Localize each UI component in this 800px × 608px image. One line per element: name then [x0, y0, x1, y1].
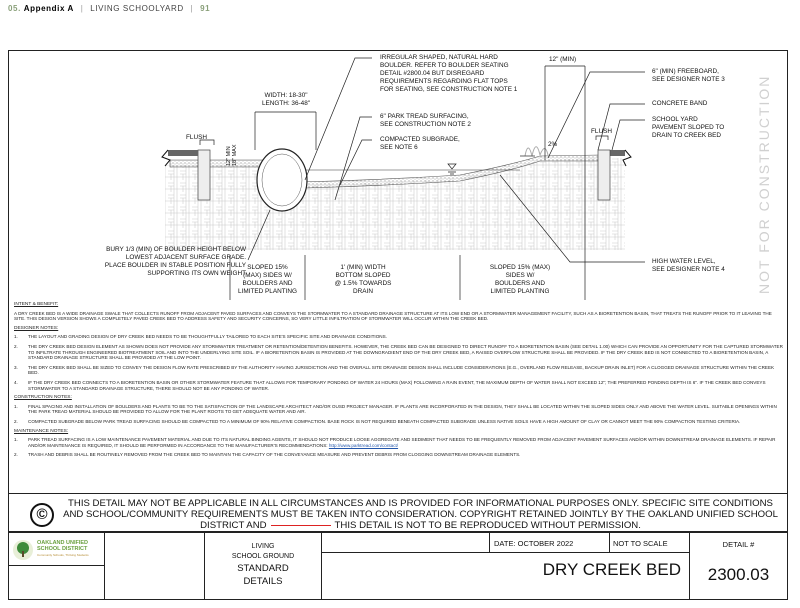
list-item: 1.THE LAYOUT AND GRADING DESIGN OF DRY C…: [14, 334, 387, 340]
boulder: [256, 148, 308, 212]
detail-number: 2300.03: [707, 565, 770, 584]
list-item: 2.COMPACTED SUBGRADE BELOW PARK TREAD SU…: [14, 418, 741, 424]
appendix-label: Appendix A: [23, 4, 74, 13]
page-header: 05. Appendix A | LIVING SCHOOLYARD | 91: [8, 4, 211, 13]
concrete-band-note: CONCRETE BAND: [652, 100, 708, 107]
construction-notes-list: 1.FINAL SPACING AND INSTALLATION OF BOUL…: [14, 404, 784, 425]
list-item: 2.TRASH AND DEBRIS SHALL BE ROUTINELY RE…: [14, 452, 521, 458]
intent-heading: INTENT & BENEFIT:: [14, 302, 59, 307]
list-item: 1.FINAL SPACING AND INSTALLATION OF BOUL…: [14, 403, 777, 415]
subgrade-note: COMPACTED SUBGRADE,SEE NOTE 6: [380, 136, 460, 151]
intent-text: A DRY CREEK BED IS A WIDE DRAINAGE SWALE…: [14, 310, 772, 322]
pavement-left: [168, 150, 198, 156]
copyright-icon: ©: [30, 503, 54, 527]
scale-field: NOT TO SCALE: [610, 533, 690, 553]
detail-title: DRY CREEK BED: [322, 553, 690, 600]
soil-mass: [165, 158, 625, 250]
min-width-dimension: 12" (MIN): [549, 56, 577, 63]
list-item: 2.THE DRY CREEK BED DESIGN ELEMENT AS SH…: [14, 343, 783, 361]
notes-section: INTENT & BENEFIT: A DRY CREEK BED IS A W…: [14, 299, 784, 462]
boulder-size-label: WIDTH: 18-30"LENGTH: 36-48": [261, 92, 311, 107]
detail-number-label: DETAIL #: [722, 540, 755, 549]
section-number: 05.: [8, 4, 21, 13]
list-item: 4.IF THE DRY CREEK BED CONNECTS TO A BIO…: [14, 379, 766, 391]
detail-sheet-frame: [8, 50, 788, 600]
designer-notes-heading: DESIGNER NOTES:: [14, 325, 59, 331]
designer-notes-list: 1.THE LAYOUT AND GRADING DESIGN OF DRY C…: [14, 334, 784, 391]
freeboard-note: 6" (MIN) FREEBOARD,SEE DESIGNER NOTE 3: [652, 68, 725, 83]
flush-label-right: FLUSH: [591, 128, 612, 135]
parktread-link[interactable]: http://www.parktread.com/contact/: [328, 442, 399, 448]
maintenance-notes-heading: MAINTENANCE NOTES:: [14, 428, 69, 434]
cross-section-drawing: [161, 57, 645, 300]
concrete-band-left: [197, 149, 211, 201]
high-water-note: HIGH WATER LEVEL,SEE DESIGNER NOTE 4: [652, 258, 725, 273]
tree-logo-icon: [13, 540, 33, 560]
redacted-line: [270, 524, 331, 526]
list-item: 1.PARK TREAD SURFACING IS A LOW MAINTENA…: [14, 437, 776, 448]
section-title: LIVING SCHOOLYARD: [90, 4, 184, 13]
maintenance-notes-list: 1.PARK TREAD SURFACING IS A LOW MAINTENA…: [14, 437, 784, 458]
list-item: 3.THE DRY CREEK BED SHALL BE SIZED TO CO…: [14, 364, 775, 376]
disclaimer: © THIS DETAIL MAY NOT BE APPLICABLE IN A…: [8, 493, 788, 533]
break-line-right: [622, 149, 632, 167]
concrete-band-right: [597, 149, 611, 201]
date-field: DATE: OCTOBER 2022: [490, 533, 610, 553]
park-tread-note: 6" PARK TREAD SURFACING,SEE CONSTRUCTION…: [380, 113, 471, 128]
plant-grass: [524, 146, 549, 157]
slope-label: 2%: [548, 141, 558, 148]
page-number: 91: [200, 4, 211, 13]
flush-label-left: FLUSH: [186, 134, 207, 141]
pavement-right: [610, 150, 625, 156]
water-level-symbol: [447, 163, 457, 175]
disclaimer-text: THIS DETAIL MAY NOT BE APPLICABLE IN ALL…: [63, 498, 778, 531]
construction-notes-heading: CONSTRUCTION NOTES:: [14, 395, 72, 401]
detail-number-box: DETAIL # 2300.03: [690, 533, 788, 600]
disclaimer-text-end: THIS DETAIL IS NOT TO BE REPRODUCED WITH…: [334, 520, 641, 531]
break-line-left: [161, 149, 171, 167]
